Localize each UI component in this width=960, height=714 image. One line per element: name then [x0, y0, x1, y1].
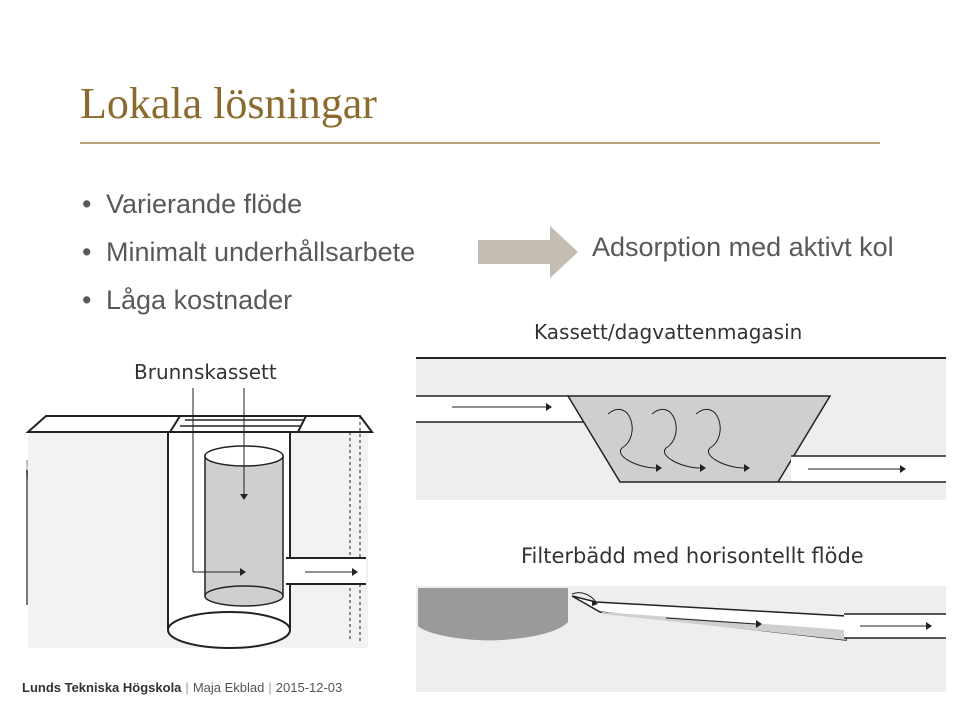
right-arrow-icon	[478, 226, 578, 278]
bullet-text: Minimalt underhållsarbete	[106, 237, 415, 267]
bullet-item: •Varierande flöde	[82, 186, 415, 234]
brunnskassett-diagram	[20, 380, 380, 652]
bullet-item: •Minimalt underhållsarbete	[82, 234, 415, 282]
footer-separator: |	[181, 680, 192, 695]
filterbadd-label: Filterbädd med horisontellt flöde	[521, 544, 864, 568]
footer-author: Maja Ekblad	[193, 680, 265, 695]
bullet-text: Varierande flöde	[106, 189, 302, 219]
filterbadd-diagram	[416, 586, 946, 692]
bullet-text: Låga kostnader	[106, 285, 292, 315]
slide-title: Lokala lösningar	[80, 78, 377, 129]
bullet-marker: •	[82, 234, 106, 270]
footer-date: 2015-12-03	[276, 680, 343, 695]
bullet-marker: •	[82, 282, 106, 318]
kassett-diagram	[416, 356, 946, 502]
bullet-list: •Varierande flöde •Minimalt underhållsar…	[82, 186, 415, 330]
bullet-marker: •	[82, 186, 106, 222]
footer-separator: |	[264, 680, 275, 695]
bullet-item: •Låga kostnader	[82, 282, 415, 330]
kassett-label: Kassett/dagvattenmagasin	[534, 320, 802, 344]
footer: Lunds Tekniska Högskola|Maja Ekblad|2015…	[22, 680, 342, 695]
footer-organization: Lunds Tekniska Högskola	[22, 680, 181, 695]
adsorption-text: Adsorption med aktivt kol	[592, 232, 894, 263]
title-divider	[80, 142, 880, 144]
